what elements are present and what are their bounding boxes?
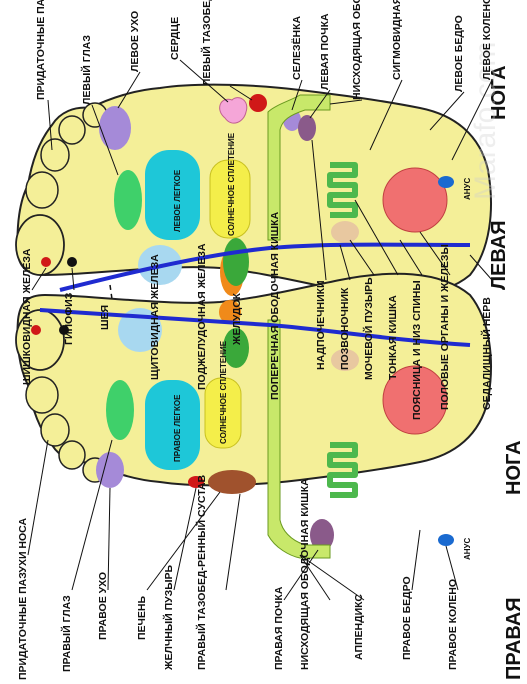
callout-small-intestine: ТОНКАЯ КИШКА	[387, 295, 399, 380]
right-foot-title-2: НОГА	[503, 440, 525, 495]
right-foot-title-1: ПРАВАЯ	[503, 597, 525, 680]
callout-sinus-right: ПРИДАТОЧНЫЕ ПАЗУХИ НОСА	[17, 518, 29, 680]
callout-heart: СЕРДЦЕ	[169, 17, 181, 60]
callout-left-knee: ЛЕВОЕ КОЛЕНО	[481, 0, 493, 80]
leader-right-hip	[226, 494, 240, 590]
left-toe-4	[59, 116, 85, 144]
left-genital-zone	[383, 168, 447, 232]
leader-liver	[147, 492, 220, 590]
left-ear-zone	[99, 106, 131, 150]
callout-spine: ПОЗВОНОЧНИК	[339, 287, 351, 370]
callout-pineal: ШИШКОВИДНАЯ ЖЕЛЕЗА	[21, 248, 33, 385]
callout-gallbladder: ЖЕЛЧНЫЙ ПУЗЫРЬ	[162, 564, 175, 671]
callout-sciatic: СЕДАЛИЩНЫЙ НЕРВ	[480, 297, 493, 410]
leader-sinus-right	[28, 440, 48, 555]
callout-desc-colon-left: НИСХОДЯЩАЯ ОБОДОЧНАЯ КИШКА	[351, 0, 363, 100]
right-lung-label: ПРАВОЕ ЛЕГКОЕ	[173, 394, 182, 462]
callout-right-hip: ПРАВЫЙ ТАЗОБЕД-РЕННЫЙ СУСТАВ	[195, 474, 208, 670]
callout-pancreas: ПОДЖЕЛУДОЧНАЯ ЖЕЛЕЗА	[196, 243, 208, 390]
right-anus-zone	[438, 534, 454, 546]
callout-ascending-colon: НИСХОДЯЩАЯ ОБОДОЧНАЯ КИШКА	[299, 478, 311, 670]
callout-pituitary: ГИПОФИЗ	[63, 292, 75, 345]
callout-transverse-colon: ПОПЕРЕЧНАЯ ОБОДОЧНАЯ КИШКА	[269, 211, 281, 400]
callout-left-thigh: ЛЕВОЕ БЕДРО	[453, 15, 465, 92]
leader-gallbladder	[174, 488, 196, 590]
callout-genitals: ПОЛОВЫЕ ОРГАНЫ И ЖЕЛЕЗЫ	[439, 244, 451, 410]
right-toe-4	[59, 441, 85, 469]
liver-zone	[208, 470, 256, 494]
left-solar-label: СОЛНЕЧНОЕ СПЛЕТЕНИЕ	[227, 132, 236, 236]
right-eye-zone	[106, 380, 134, 440]
left-pituitary-zone	[67, 257, 77, 267]
left-toe-3	[41, 139, 69, 171]
callout-stomach: ЖЕЛУДОК	[231, 292, 243, 346]
callout-left-kidney: ЛЕВАЯ ПОЧКА	[319, 13, 331, 90]
leader-right-ear	[108, 488, 110, 590]
callout-bladder: МОЧЕВОЙ ПУЗЫРЬ	[362, 277, 375, 380]
callout-thyroid: ЩИТОВИДНАЯ ЖЕЛЕЗА	[149, 254, 161, 380]
stomach-zone	[223, 238, 249, 286]
leader-right-thigh	[412, 530, 420, 590]
left-bladder-zone	[331, 221, 359, 243]
callout-neck: ШЕЯ	[99, 305, 111, 330]
right-toe-3	[41, 414, 69, 446]
callout-right-thigh: ПРАВОЕ БЕДРО	[401, 576, 413, 660]
callout-right-eye: ПРАВЫЙ ГЛАЗ	[60, 595, 73, 672]
callout-lower-back: ПОЯСНИЦА И НИЗ СПИНЫ	[411, 280, 423, 420]
right-solar-label: СОЛНЕЧНОЕ СПЛЕТЕНИЕ	[219, 340, 228, 444]
callout-left-ear: ЛЕВОЕ УХО	[129, 11, 141, 72]
left-anus-zone	[438, 176, 454, 188]
callout-spleen: СЕЛЕЗЁНКА	[290, 15, 303, 80]
callout-right-kidney: ПРАВАЯ ПОЧКА	[273, 586, 285, 670]
callout-left-eye: ЛЕВЫЙ ГЛАЗ	[80, 35, 93, 105]
callout-sigmoid: СИГМОВИДНАЯ КИШКА	[391, 0, 403, 80]
left-eye-zone	[114, 170, 142, 230]
left-hip-zone	[249, 94, 267, 112]
left-lung-label: ЛЕВОЕ ЛЕГКОЕ	[173, 169, 182, 232]
left-toe-2	[26, 172, 58, 208]
left-anus-label: АНУС	[463, 177, 472, 200]
left-kidney-zone	[298, 115, 316, 141]
callout-liver: ПЕЧЕНЬ	[136, 595, 148, 640]
left-pineal-zone	[41, 257, 51, 267]
callout-sinus-left: ПРИДАТОЧНЫЕ ПАЗУХИ НОСА	[35, 0, 47, 100]
right-anus-label: АНУС	[463, 537, 472, 560]
callout-right-knee: ПРАВОЕ КОЛЕНО	[447, 579, 459, 670]
callout-right-ear: ПРАВОЕ УХО	[97, 572, 109, 640]
callout-adrenal: НАДПОЧЕЧНИКИ	[315, 280, 327, 370]
callout-left-hip: ЛЕВЫЙ ТАЗОБЕД-РЕННЫЙ СУСТАВ	[200, 0, 213, 86]
callout-appendix: АППЕНДИКС	[353, 594, 365, 660]
